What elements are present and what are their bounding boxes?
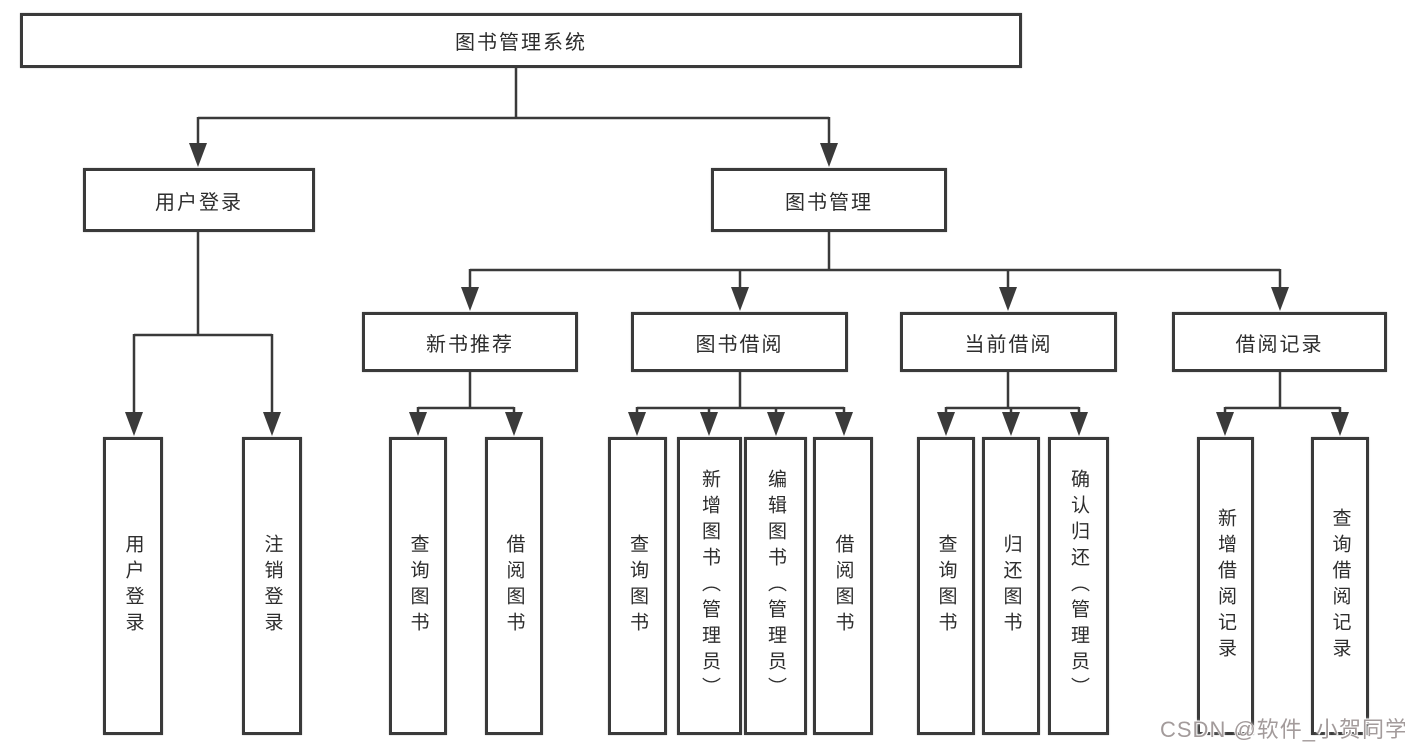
leaf-borrowing-query-books: 查询图书 bbox=[608, 437, 667, 735]
leaf-label: 查询图书 bbox=[407, 534, 429, 638]
leaf-confirm-return-admin: 确认归还（管理员） bbox=[1048, 437, 1109, 735]
leaf-label: 查询借阅记录 bbox=[1329, 508, 1351, 664]
leaf-label: 查询图书 bbox=[935, 534, 957, 638]
leaf-label: 用户登录 bbox=[122, 534, 144, 638]
node-label: 图书借阅 bbox=[695, 333, 784, 356]
node-library-management-system: 图书管理系统 bbox=[20, 13, 1022, 68]
leaf-label: 确认归还（管理员） bbox=[1068, 469, 1089, 703]
leaf-label: 归还图书 bbox=[1000, 534, 1022, 638]
leaf-add-borrow-record: 新增借阅记录 bbox=[1197, 437, 1254, 735]
node-label: 图书管理系统 bbox=[455, 32, 587, 54]
leaf-label: 注销登录 bbox=[261, 534, 283, 638]
leaf-query-borrow-record: 查询借阅记录 bbox=[1311, 437, 1369, 735]
leaf-return-books: 归还图书 bbox=[982, 437, 1040, 735]
node-borrowing-records: 借阅记录 bbox=[1172, 312, 1387, 372]
leaf-user-login: 用户登录 bbox=[103, 437, 163, 735]
node-book-borrowing: 图书借阅 bbox=[631, 312, 848, 372]
leaf-label: 借阅图书 bbox=[832, 534, 854, 638]
leaf-borrowing-borrow-books: 借阅图书 bbox=[813, 437, 873, 735]
leaf-label: 新增图书（管理员） bbox=[699, 469, 720, 703]
node-user-login-branch: 用户登录 bbox=[83, 168, 315, 232]
node-label: 借阅记录 bbox=[1235, 333, 1324, 356]
leaf-label: 查询图书 bbox=[627, 534, 648, 638]
csdn-watermark: CSDN @软件_小贺同学 bbox=[1160, 717, 1405, 742]
node-label: 新书推荐 bbox=[426, 333, 514, 356]
leaf-add-books-admin: 新增图书（管理员） bbox=[677, 437, 742, 735]
leaf-logout: 注销登录 bbox=[242, 437, 302, 735]
leaf-current-query-books: 查询图书 bbox=[917, 437, 975, 735]
leaf-recommend-query-books: 查询图书 bbox=[389, 437, 447, 735]
node-label: 当前借阅 bbox=[964, 333, 1053, 356]
leaf-label: 借阅图书 bbox=[503, 534, 525, 638]
node-label: 用户登录 bbox=[155, 191, 243, 214]
leaf-label: 编辑图书（管理员） bbox=[765, 469, 786, 703]
leaf-label: 新增借阅记录 bbox=[1215, 508, 1236, 664]
node-current-borrowing: 当前借阅 bbox=[900, 312, 1117, 372]
node-label: 图书管理 bbox=[785, 191, 873, 214]
node-book-management: 图书管理 bbox=[711, 168, 947, 232]
leaf-edit-books-admin: 编辑图书（管理员） bbox=[744, 437, 807, 735]
node-new-book-recommendation: 新书推荐 bbox=[362, 312, 578, 372]
leaf-recommend-borrow-books: 借阅图书 bbox=[485, 437, 543, 735]
